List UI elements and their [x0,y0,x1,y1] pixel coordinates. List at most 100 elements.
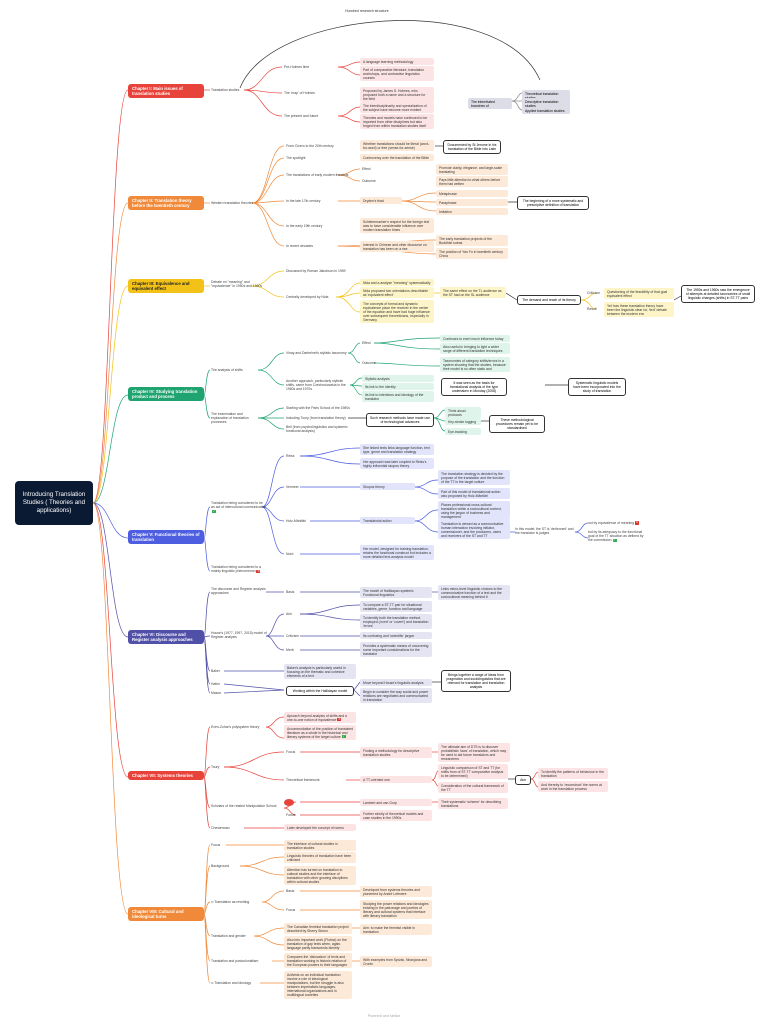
ch3-l1: Discussed by Roman Jakobson in 1959 [286,269,346,273]
ch2-l1-box: Documented by St Jerome in his translati… [443,140,501,155]
ch2-outcome: Outcome [362,179,376,183]
chapter-3-node[interactable]: Chapter III: Equivalence and equivalent … [128,279,204,294]
ch2-effect-a: Promote clarity, elegance, and large-sca… [436,164,508,176]
ch7-focus-b: The ultimate aim of DTS is to discover p… [438,743,510,763]
ch1-pre-holmes-a: A language learning methodology [360,58,434,66]
chapter-8-node[interactable]: Chapter VIII: Cultural and ideological t… [128,907,204,922]
ch7-aim-box: Aim [515,775,531,786]
chapter-6-node[interactable]: Chapter VI: Discourse and Register analy… [128,630,204,645]
ch1-branch: Translation studies [211,88,240,92]
ch3-l2b: Nida proposed two orientations describab… [360,287,434,299]
ch1-present: The present and future [284,114,319,118]
ch4-a1-outcome-1: Taxonomies of category shifts/errors in … [440,357,510,373]
ch2-l3: The translations of early modern theoris… [286,173,349,177]
ch8-l3-basis: Basis [286,889,295,893]
cross-icon: ✕ [337,717,342,722]
ch8-l5a: Compares the 'dislocation' of texts and … [284,953,352,969]
ch7-tf: Theoretical framework [286,778,320,782]
ch1-present-a: The interdisciplinarity and specializati… [360,102,434,114]
ch3-criticism: Criticism [587,291,600,295]
ch3-criticism-a: Questioning of the feasibility of that g… [604,288,674,300]
ch8-l4b: Aim: to make the feminist visible in tra… [360,924,432,936]
ch5-holz: Holz-Mänttäri [286,519,307,523]
ch2-metaphrase: Metaphrase [436,190,508,198]
ch4-b-box: Such research methods have made use of t… [366,413,434,428]
ch8-l6: ∞ Translation and ideology [211,981,252,985]
ch6-aim: Aim [286,612,292,616]
ch1-map: The 'map' of Holmes [284,91,315,95]
ch5-vermeer-a: Skopos theory [360,483,415,491]
ch2-outcome-a: Pays little attention to what others bef… [436,176,508,188]
chain-icon: ∞ [211,981,215,985]
ch2-l4-box: The beginning of a more systematic and p… [517,196,589,211]
ch6-basis-b: Links micro-level linguistic choices to … [438,585,510,601]
chapter-4-node[interactable]: Chapter IV: Studying translation product… [128,387,204,402]
ch6-aim-b: To identify both the translation method … [360,614,432,630]
ch7-aim-a: To identify the patterns of behaviour in… [538,768,608,780]
ch6-bring-box: Brings together a range of ideas from pr… [441,670,511,693]
ch2-branch: Western translation theories [211,201,254,205]
ch2-l6c: The position of Yan Fu in twentieth cent… [436,248,508,260]
ch5-vermeer-b: The translation strategy is decided by t… [438,470,510,486]
chain-icon: ∞ [211,900,215,904]
ch4-b2: Including Toury (from translation theory… [286,416,346,420]
ch4-a2: Another approach, particularly stylistic… [286,379,346,392]
ch2-l6b: The early translation projects of the Bu… [436,235,508,247]
ch4-a1-outcome: Outcome [362,361,376,365]
ch7-b1b: Accommodation of the position of transla… [284,725,356,741]
ch7-tf-b: Linguistic comparison of ST and TT (for … [438,764,508,780]
check-icon: ✓ [612,537,617,542]
holmes-center: The interrelated branches of [468,98,512,110]
ch3-result: Result [587,307,597,311]
ch8-l4: Translation and gender [211,934,246,938]
footer-text: Powered and similar [367,1014,401,1018]
ch2-effect: Effect [362,167,371,171]
ch5-vermeer: Vermeer [286,485,299,489]
ch8-l4a: The Canadian feminist translation projec… [284,923,352,935]
ch1-pre-holmes: Pre-Holmes time [284,65,310,69]
chapter-1-node[interactable]: Chapter I: Main issues of translation st… [128,84,204,99]
ch4-big-box: Systematic linguistic models have been i… [568,378,626,397]
cross-icon: ✕ [256,568,261,573]
ch6-merit: Merit [286,648,294,652]
ch7-focus: Focus [286,750,296,754]
arc-label: Hundred research structure [345,9,389,13]
ch4-b3: Bell (from psycholinguistics and systemi… [286,425,348,434]
ch6-merit-a: Provides a systematic means of uncoverin… [360,642,432,658]
ch2-imitation: Imitation [436,208,508,216]
ch8-l3-focus-a: Studying the power relations and ideolog… [360,900,432,920]
ch7-toury: Toury [211,765,220,769]
ch4-branch2: The examination and explanation of trans… [211,412,249,425]
ch5-reiss: Reiss [286,454,295,458]
ch2-l1a: Whether translations should be literal (… [360,140,434,152]
ch6-baker-a: Baker's analysis is particularly useful … [284,664,356,680]
check-icon: ✓ [212,508,216,513]
ch6-mason: Mason [211,691,222,695]
ch6-criticism: Criticism [286,634,299,638]
ch7-b3-focus: Focus [286,813,296,817]
ch7-b4: Chesterman [211,826,230,830]
ch7-tf-c: Consideration of the cultural framework … [438,782,508,794]
cross-icon: ✕ [635,520,639,525]
ch7-b3-c: Lambert and van Gorp [360,799,432,807]
ch4-b-r3: Eye-tracking [445,428,481,436]
ch4-a1: Vinay and Darbelnet's stylistic taxonomy [286,351,347,355]
ch6-criticism-a: Its confusing and 'scientific' jargon [360,632,432,640]
chapter-2-node[interactable]: Chapter II: Translation theory before th… [128,196,204,211]
holmes-branch-1: Theoretical translation studies [522,90,570,102]
ch6-basis: Basis [286,590,295,594]
ch5-judge-a: not by equivalence of meaning✕ [588,520,639,525]
ch7-b3: Scholars of the related Manipulation Sch… [211,804,277,808]
chapter-7-node[interactable]: Chapter VII: Systems theories [128,771,204,781]
ch5-judge-b: but by its adequacy to the functional go… [588,530,644,543]
ch6-hatim-a: Move beyond House's linguistic analysis [360,679,432,687]
ch2-l1: From Cicero to the 20th century [286,144,334,148]
ch5-nord-a: Her model, designed for training transla… [360,545,434,561]
chapter-5-node[interactable]: Chapter V: Functional theories of transl… [128,530,204,545]
root-node[interactable]: Introducing Translation Studies ( Theori… [15,481,93,525]
ch5-nord: Nord [286,552,294,556]
ch4-a1-effect-2: Also useful in bringing to light a wider… [440,343,510,355]
ch8-l5b: With examples from Spivak, Niranjana and… [360,956,432,968]
ch6-mason-a: Begin to consider the way social and pow… [360,688,432,704]
